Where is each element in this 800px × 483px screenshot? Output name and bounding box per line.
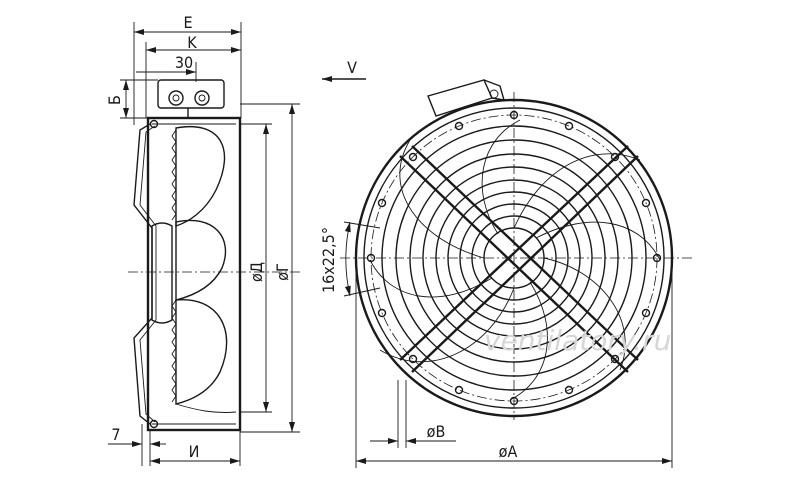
side-motor <box>151 222 173 324</box>
dim-K-label: K <box>187 33 197 52</box>
dim-30-label: 30 <box>175 53 193 72</box>
front-terminal-box <box>427 79 505 117</box>
view-V-label: V <box>347 58 357 77</box>
dim-angle-label: 16x22,5° <box>319 227 338 293</box>
side-terminal-box <box>157 79 225 118</box>
watermark: ventilatory.ru <box>484 324 671 357</box>
front-view: 16x22,5° øB øA <box>319 79 692 468</box>
dim-E-label: E <box>183 13 192 32</box>
side-housing <box>146 116 242 432</box>
dim-7-label: 7 <box>111 425 120 444</box>
dim-D-label: øД <box>247 262 266 282</box>
dim-B-hole-label: øB <box>427 422 446 441</box>
dim-B-label: Б <box>105 95 124 105</box>
front-mounting-holes <box>366 110 662 406</box>
dim-A-label: øA <box>499 442 518 461</box>
dim-G-label: øГ <box>273 263 292 281</box>
side-view: E K 30 Б øД øГ 7 И V <box>105 13 366 466</box>
side-blades <box>171 126 237 413</box>
dim-I-label: И <box>189 442 200 461</box>
